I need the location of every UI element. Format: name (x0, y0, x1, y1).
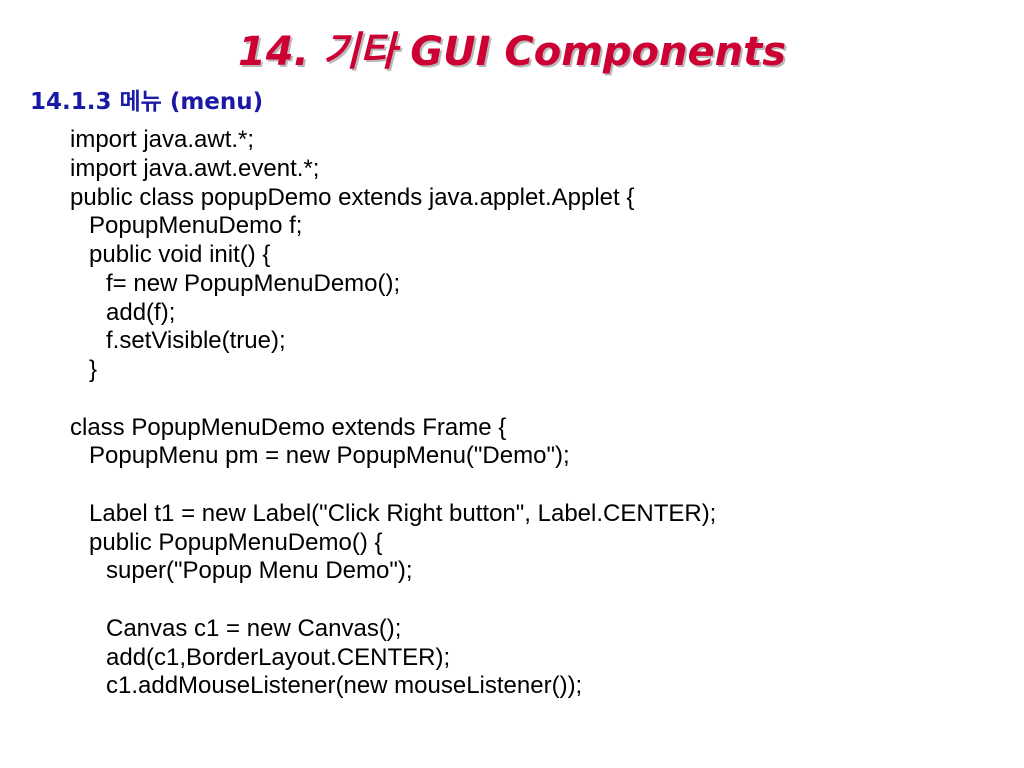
code-line: add(f); (106, 298, 176, 326)
code-line: } (89, 356, 98, 383)
code-line: PopupMenu pm = new PopupMenu("Demo"); (89, 442, 570, 470)
code-block: import java.awt.*; import java.awt.event… (70, 126, 1010, 701)
code-line: class PopupMenuDemo extends Frame { (70, 413, 507, 441)
code-line: Label t1 = new Label("Click Right button… (89, 499, 717, 527)
code-line: public PopupMenuDemo() { (89, 528, 383, 556)
code-line: import java.awt.*; (70, 126, 255, 153)
section-heading: 14.1.3 메뉴 (menu) (30, 89, 264, 115)
code-line-blank (70, 385, 1010, 414)
slide-title: 14. 기타 GUI Components (237, 29, 787, 75)
code-line: Canvas c1 = new Canvas(); (106, 614, 402, 642)
code-line: PopupMenuDemo f; (89, 212, 303, 240)
code-line: public void init() { (89, 241, 271, 268)
code-line: f.setVisible(true); (106, 327, 286, 355)
code-line: import java.awt.event.*; (70, 154, 320, 182)
code-line: add(c1,BorderLayout.CENTER); (106, 643, 451, 671)
code-line: c1.addMouseListener(new mouseListener())… (106, 672, 583, 700)
code-line-blank (70, 586, 1010, 615)
code-line-blank (70, 471, 1010, 500)
code-line: public class popupDemo extends java.appl… (70, 183, 635, 211)
code-line: super("Popup Menu Demo"); (106, 557, 413, 585)
code-line: f= new PopupMenuDemo(); (106, 269, 401, 297)
